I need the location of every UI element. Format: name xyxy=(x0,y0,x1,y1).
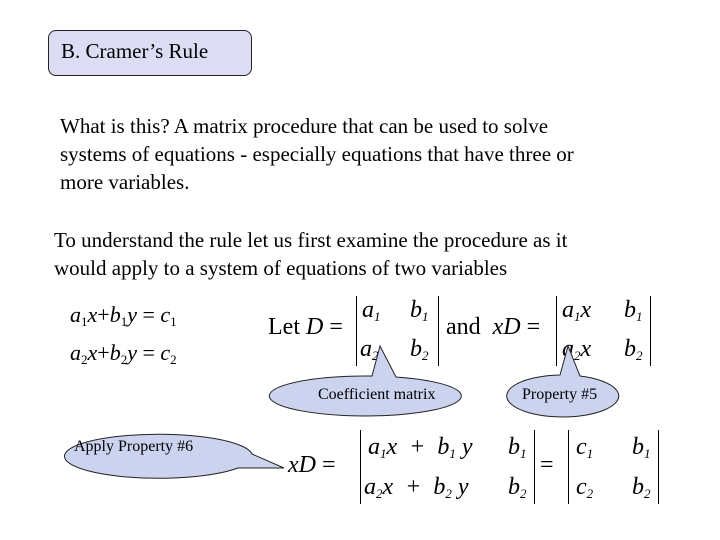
det-xd-b2: b2 xyxy=(624,336,643,363)
det-xd2-left-bar xyxy=(360,430,361,504)
det-c-b1: b1 xyxy=(632,434,651,461)
coefficient-callout-shape xyxy=(268,344,462,417)
det-d-left-bar xyxy=(356,296,357,366)
det-d-right-bar xyxy=(438,296,439,366)
property6-label: Apply Property #6 xyxy=(74,438,194,455)
det-c-left-bar xyxy=(568,430,569,504)
property6-callout-shape xyxy=(64,433,285,479)
det-xd2-row2-col2: b2 xyxy=(508,474,527,501)
det-xd2-row1-col1: a1x + b1 y xyxy=(368,434,473,461)
property5-callout-shape xyxy=(506,344,620,418)
let-d-label: Let D = xyxy=(268,314,343,340)
det-xd-right-bar xyxy=(650,296,651,366)
intro-paragraph: What is this? A matrix procedure that ca… xyxy=(60,112,574,196)
det-c-c2: c2 xyxy=(576,474,594,501)
understand-paragraph: To understand the rule let us first exam… xyxy=(54,226,567,282)
slide-title: B. Cramer’s Rule xyxy=(48,30,252,76)
det-xd-a1x: a1x xyxy=(562,297,592,324)
equation-1: a1x+b1y = c1 xyxy=(70,302,177,329)
understand-line-1: To understand the rule let us first exam… xyxy=(54,228,568,252)
det-d-a2: a2 xyxy=(360,336,379,363)
det-d-a1: a1 xyxy=(362,297,381,324)
det-c-c1: c1 xyxy=(576,434,594,461)
det-xd2-row1-col2: b1 xyxy=(508,434,527,461)
understand-line-2: would apply to a system of equations of … xyxy=(54,256,508,280)
equals-sign: = xyxy=(540,452,554,478)
det-c-right-bar xyxy=(658,430,659,504)
property5-label: Property #5 xyxy=(522,386,598,403)
intro-line-2: systems of equations - especially equati… xyxy=(60,142,574,166)
det-xd-left-bar xyxy=(556,296,557,366)
det-xd2-right-bar xyxy=(534,430,535,504)
coefficient-matrix-label: Coefficient matrix xyxy=(318,386,436,403)
det-d-b2: b2 xyxy=(410,336,429,363)
det-xd2-row2-col1: a2x + b2 y xyxy=(364,474,469,501)
xd-result-label: xD = xyxy=(288,452,336,478)
det-c-b2: b2 xyxy=(632,474,651,501)
equation-2: a2x+b2y = c2 xyxy=(70,340,177,367)
intro-line-1: What is this? A matrix procedure that ca… xyxy=(60,114,549,138)
det-xd-b1: b1 xyxy=(624,297,643,324)
and-xd-label: and xD = xyxy=(446,314,541,340)
intro-line-3: more variables. xyxy=(60,170,190,194)
det-d-b1: b1 xyxy=(410,297,429,324)
